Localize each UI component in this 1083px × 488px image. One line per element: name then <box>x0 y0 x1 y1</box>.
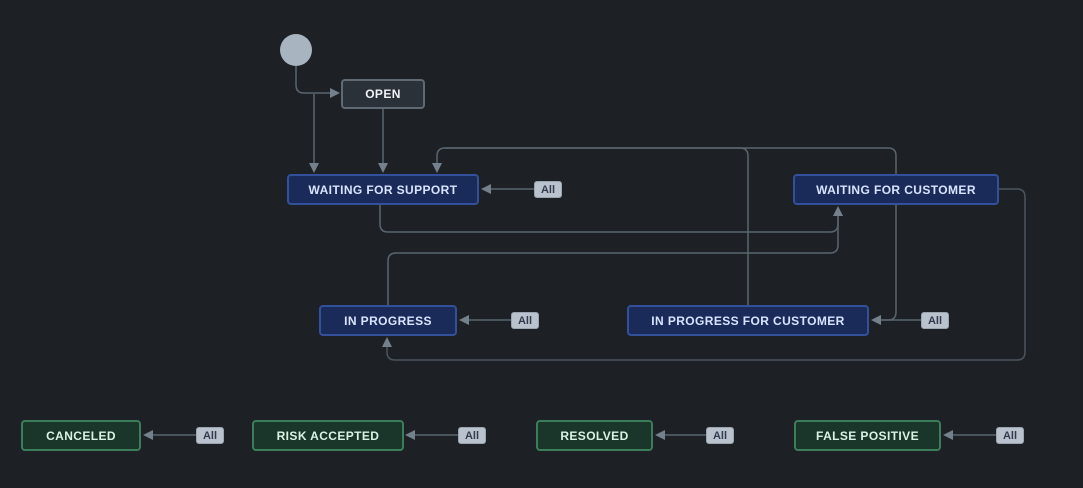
transition-label-all-canceled[interactable]: All <box>196 427 224 444</box>
edge-waiting-for-customer-to-waiting-for-support <box>436 147 897 174</box>
edge-start-to-open <box>295 66 330 94</box>
start-node[interactable] <box>280 34 312 66</box>
arrowhead-all-into-in-progress <box>459 315 469 325</box>
status-waiting-for-support[interactable]: WAITING FOR SUPPORT <box>287 174 479 205</box>
arrowhead-all-into-false-positive <box>943 430 953 440</box>
status-risk-accepted[interactable]: RISK ACCEPTED <box>252 420 404 451</box>
arrowhead-all-into-resolved <box>655 430 665 440</box>
transition-label-all-in-progress[interactable]: All <box>511 312 539 329</box>
arrowhead-into-waiting-for-customer-bottom <box>833 206 843 216</box>
arrowhead-all-into-canceled <box>143 430 153 440</box>
transition-label-all-in-progress-for-customer[interactable]: All <box>921 312 949 329</box>
arrowhead-all-into-waiting-for-support <box>481 184 491 194</box>
transition-label-all-resolved[interactable]: All <box>706 427 734 444</box>
arrowhead-into-in-progress-bottom <box>382 337 392 347</box>
edge-waiting-for-customer-to-in-progress <box>386 188 1026 361</box>
arrowhead-into-open <box>330 88 340 98</box>
transition-label-all-waiting-for-support[interactable]: All <box>534 181 562 198</box>
arrowhead-into-in-progress-for-customer-right <box>871 315 881 325</box>
edge-in-progress-to-waiting-for-customer <box>387 213 839 305</box>
status-in-progress-for-customer[interactable]: IN PROGRESS FOR CUSTOMER <box>627 305 869 336</box>
status-resolved[interactable]: RESOLVED <box>536 420 653 451</box>
status-canceled[interactable]: CANCELED <box>21 420 141 451</box>
arrowhead-all-into-risk-accepted <box>405 430 415 440</box>
edge-waiting-for-customer-to-in-progress-for-customer <box>874 205 897 321</box>
edge-in-progress-for-customer-to-waiting-for-support <box>445 147 749 305</box>
arrowhead-open-into-waiting-for-support <box>378 163 388 173</box>
arrowhead-into-waiting-for-support-top <box>432 163 442 173</box>
transition-label-all-false-positive[interactable]: All <box>996 427 1024 444</box>
transition-label-all-risk-accepted[interactable]: All <box>458 427 486 444</box>
status-open[interactable]: OPEN <box>341 79 425 109</box>
arrowhead-into-waiting-for-support-left <box>309 163 319 173</box>
status-false-positive[interactable]: FALSE POSITIVE <box>794 420 941 451</box>
edge-waiting-for-support-to-waiting-for-customer <box>379 205 839 233</box>
status-waiting-for-customer[interactable]: WAITING FOR CUSTOMER <box>793 174 999 205</box>
status-in-progress[interactable]: IN PROGRESS <box>319 305 457 336</box>
